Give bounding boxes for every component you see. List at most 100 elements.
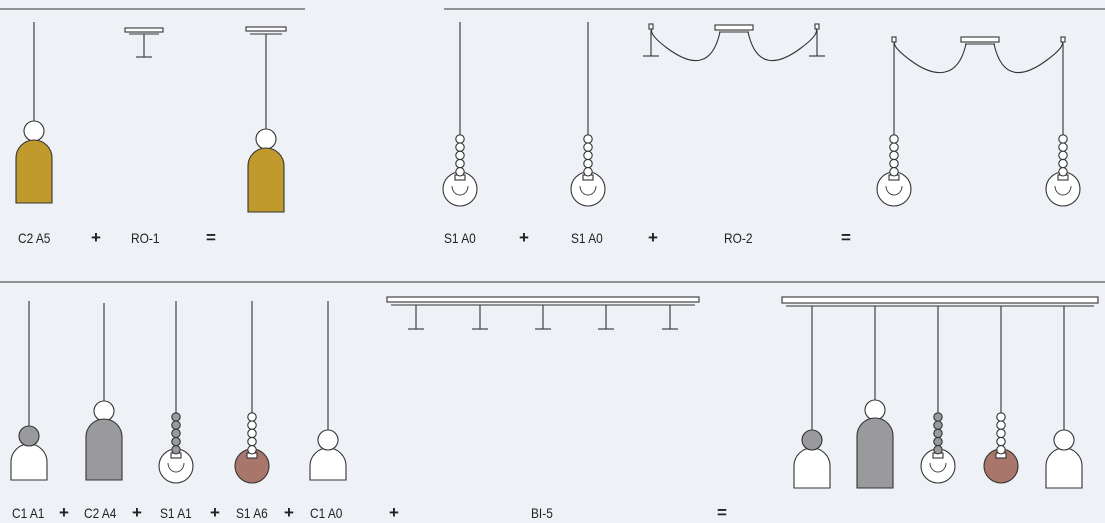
lamp-bead [1058,150,1068,161]
lamp-bead [996,420,1006,430]
lamp-ball [801,429,823,451]
label-c1-a0: C1 A0 [310,505,343,521]
pendant-lamp-icon [570,22,606,207]
lamp-ball [93,400,115,422]
linear-bar-icon [781,296,1099,307]
canopy-icon [124,27,164,58]
label-s1-a1: S1 A1 [160,505,192,521]
lamp-bead [996,436,1006,447]
plus-operator: + [648,228,658,247]
pendant-lamp-icon [920,306,956,484]
rose-cable [993,39,1064,74]
lamp-bead [889,142,899,152]
lamp-shade [1045,447,1083,489]
pendant-lamp-icon [15,22,53,204]
lamp-shade [856,417,894,489]
lamp-shade [10,443,48,481]
canopy-stem [643,30,825,57]
linear-bar-icon [386,296,700,330]
lamp-bead [247,428,257,439]
label-c2-a4: C2 A4 [84,505,117,521]
lamp-bead [171,445,181,455]
bar-body [386,296,700,303]
plus-operator: + [59,503,69,522]
lamp-bead [583,167,593,177]
lamp-bulb [451,185,469,196]
lamp-bead [247,445,257,455]
label-ro-2: RO-2 [724,230,753,246]
lamp-bead [455,134,465,144]
lamp-bead [171,412,181,422]
rose-cable [893,39,967,74]
ceiling-rose-icon [891,36,1066,74]
plus-operator: + [519,228,529,247]
pendant-lamp-icon [10,301,48,481]
lamp-bead [933,428,943,439]
rose-hook [648,23,654,30]
lamp-bead [583,142,593,152]
lamp-shade [247,147,285,213]
pendant-lamp-icon [793,306,831,489]
lamp-bead [933,445,943,455]
pendant-lamp-icon [234,301,270,484]
rose-plate [960,36,1000,43]
pendant-lamp-icon [309,301,347,481]
lamp-bead [889,158,899,169]
lamp-bead [1058,142,1068,152]
lamp-bead [889,167,899,177]
lamp-bead [996,445,1006,455]
lamp-bead [933,412,943,422]
pendant-lamp-icon [85,303,123,481]
lamp-shade [85,418,123,481]
pendant-lamp-icon [856,306,894,489]
lamp-shade [309,447,347,481]
canopy-icon [245,26,287,35]
plus-operator: + [210,503,220,522]
equals-operator: = [206,228,216,247]
pendant-lamp-icon [247,34,285,213]
lamp-ball [864,399,886,421]
lamp-bead [996,412,1006,422]
lamp-bead [933,420,943,430]
label-c1-a1: C1 A1 [12,505,45,521]
lamp-bead [1058,158,1068,169]
rose-cable [650,26,721,62]
equals-operator: = [717,503,727,522]
lamp-bead [1058,167,1068,177]
lamp-bead [583,134,593,144]
pendant-lamp-icon [442,22,478,207]
bar-body [781,296,1099,304]
pendant-lamp-icon [1045,306,1083,489]
rose-hook [891,36,897,43]
lamp-shade [15,139,53,204]
pendant-lamp-icon [1045,43,1081,207]
lamp-bulb [579,185,597,196]
plus-operator: + [91,228,101,247]
lamp-ball [255,128,277,150]
lamp-bulb [885,185,903,196]
label-ro-1: RO-1 [131,230,160,246]
lamp-ball [317,429,339,451]
label-c2-a5: C2 A5 [18,230,51,246]
lamp-bead [247,412,257,422]
canopy-plate [245,26,287,32]
lamp-bead [889,150,899,161]
lamp-bead [455,167,465,177]
equals-operator: = [841,228,851,247]
lamp-bead [1058,134,1068,144]
lamp-bulb [929,462,947,473]
lamp-bead [455,150,465,161]
ceiling-rose-icon [648,23,820,62]
lamp-bead [583,158,593,169]
label-bi-5: BI-5 [531,505,553,521]
canopy-plate [124,27,164,33]
lamp-bulb [1054,185,1072,196]
plus-operator: + [389,503,399,522]
lamp-ball [23,120,45,142]
rose-hook [814,23,820,30]
plus-operator: + [132,503,142,522]
label-s1-a6: S1 A6 [236,505,268,521]
lamp-bead [996,428,1006,439]
lamp-ball [1053,429,1075,451]
